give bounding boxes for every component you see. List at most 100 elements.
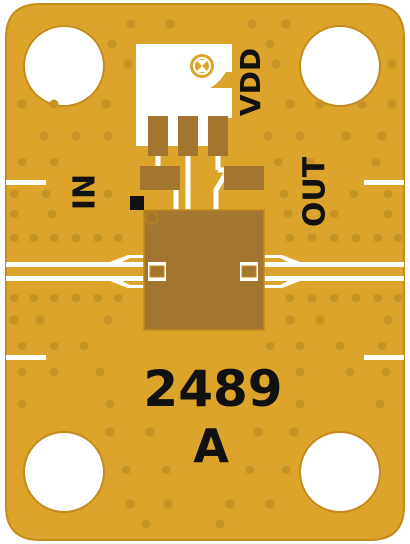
ground-via xyxy=(71,131,81,141)
ground-via xyxy=(381,367,391,377)
ground-via xyxy=(307,293,317,303)
ground-via xyxy=(245,465,255,475)
ground-via xyxy=(49,99,59,109)
ground-via xyxy=(29,293,39,303)
ground-via xyxy=(283,209,293,219)
ground-via xyxy=(281,465,291,475)
ground-via xyxy=(383,209,393,219)
ground-via xyxy=(49,157,59,167)
ground-via xyxy=(103,189,113,199)
ground-via xyxy=(35,315,45,325)
ground-via xyxy=(49,341,59,351)
ground-via xyxy=(285,293,295,303)
ground-via xyxy=(351,233,361,243)
mounting-hole-top-left xyxy=(23,25,105,107)
ground-via xyxy=(383,315,393,325)
ground-via xyxy=(17,367,27,377)
ground-via xyxy=(295,131,305,141)
ground-via xyxy=(17,341,27,351)
ground-via xyxy=(387,99,397,109)
chip-input-pad-inner xyxy=(149,265,165,278)
ground-via xyxy=(373,293,383,303)
ground-via xyxy=(161,465,171,475)
in-cap-pad xyxy=(140,166,180,190)
ground-via xyxy=(393,293,403,303)
vdd-pad-mark xyxy=(196,60,208,72)
ground-via xyxy=(295,341,305,351)
ground-via xyxy=(95,367,105,377)
ground-via xyxy=(373,233,383,243)
ground-via xyxy=(315,315,325,325)
revision-label: A xyxy=(193,419,229,473)
ground-via xyxy=(387,59,397,69)
ground-via xyxy=(393,233,403,243)
ground-via xyxy=(285,233,295,243)
ground-via xyxy=(377,131,387,141)
ground-via xyxy=(377,341,387,351)
ground-via xyxy=(93,293,103,303)
ground-vias xyxy=(9,19,403,529)
ground-via xyxy=(49,233,59,243)
ground-via xyxy=(279,189,289,199)
ground-via xyxy=(105,427,115,437)
bias-cap-pad-3 xyxy=(208,116,228,156)
ground-via xyxy=(17,157,27,167)
ground-via xyxy=(17,399,27,409)
ground-via xyxy=(9,189,19,199)
ground-via xyxy=(17,99,27,109)
ground-via xyxy=(273,157,283,167)
bias-cap-pad-2 xyxy=(178,116,198,156)
out-cap-pad xyxy=(224,166,264,190)
ground-via xyxy=(49,367,59,377)
ground-via xyxy=(9,233,19,243)
ground-via xyxy=(113,293,123,303)
ground-via xyxy=(141,519,151,529)
mounting-hole-bottom-right xyxy=(299,431,381,513)
in-label: IN xyxy=(68,174,103,210)
ground-via xyxy=(253,427,263,437)
ground-via xyxy=(107,39,117,49)
ground-via xyxy=(41,189,51,199)
ground-via xyxy=(225,499,235,509)
ground-via xyxy=(335,341,345,351)
ground-via xyxy=(9,293,19,303)
ground-via xyxy=(215,519,225,529)
ground-via xyxy=(71,233,81,243)
chip-pin1-dot xyxy=(145,211,159,225)
ground-via xyxy=(47,209,57,219)
mounting-hole-top-right xyxy=(299,25,381,107)
ground-via xyxy=(101,99,111,109)
part-number-label: 2489 xyxy=(143,360,282,418)
ground-via xyxy=(315,99,325,109)
ground-via xyxy=(71,293,81,303)
ground-via xyxy=(145,427,155,437)
ground-via xyxy=(351,293,361,303)
ground-via xyxy=(247,19,257,29)
ground-via xyxy=(357,99,367,109)
ground-via xyxy=(329,209,339,219)
ground-via xyxy=(121,465,131,475)
ground-via xyxy=(271,59,281,69)
ground-via xyxy=(341,131,351,141)
ground-via xyxy=(345,367,355,377)
ground-via xyxy=(371,157,381,167)
ground-via xyxy=(103,131,113,141)
ground-via xyxy=(79,341,89,351)
rf-gaps xyxy=(6,180,404,360)
ground-via xyxy=(289,427,299,437)
ground-via xyxy=(113,233,123,243)
ground-via xyxy=(265,39,275,49)
mounting-hole-bottom-left xyxy=(23,431,105,513)
ground-via xyxy=(9,315,19,325)
ground-via xyxy=(263,131,273,141)
ground-via xyxy=(285,315,295,325)
ground-via xyxy=(349,189,359,199)
ground-via xyxy=(375,399,385,409)
vdd-label: VDD xyxy=(234,48,267,116)
ground-via xyxy=(163,499,173,509)
ground-via xyxy=(29,233,39,243)
ground-via xyxy=(165,19,175,29)
ground-via xyxy=(265,341,275,351)
ground-via xyxy=(281,19,291,29)
